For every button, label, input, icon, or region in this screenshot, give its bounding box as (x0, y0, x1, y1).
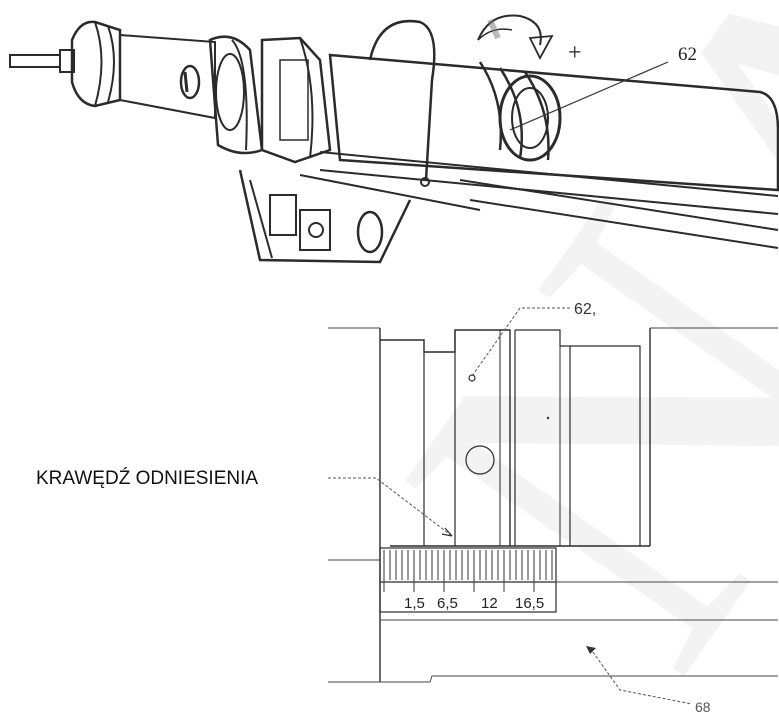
scale-label-2: 6,5 (437, 595, 458, 612)
rotation-sign: + (568, 40, 582, 66)
reference-edge-label: KRAWĘDŹ ODNIESIENIA (36, 468, 258, 489)
watermark: NAT (297, 0, 779, 727)
reference-edge-leader (328, 477, 453, 537)
part-callout-62-detail: 62, (574, 301, 596, 318)
leader-line-62-detail (471, 307, 570, 377)
scale-label-3: 12 (481, 595, 498, 612)
leader-line-62-top (509, 61, 669, 131)
leader-line-68 (589, 647, 693, 705)
detail-drawing: 1,5 6,5 12 16,5 62, 68 KRAWĘDŹ ODNIESIEN… (36, 301, 778, 715)
part-callout-62-top: 62 (678, 44, 697, 65)
scale-label-1: 1,5 (404, 595, 425, 612)
tool-illustration: + 62 (9, 14, 779, 264)
part-callout-68: 68 (695, 699, 711, 715)
scale-label-4: 16,5 (515, 595, 544, 612)
scale-ticks (383, 550, 553, 592)
watermark-text: NAT (297, 0, 779, 722)
rotation-arrow-icon (477, 14, 554, 60)
